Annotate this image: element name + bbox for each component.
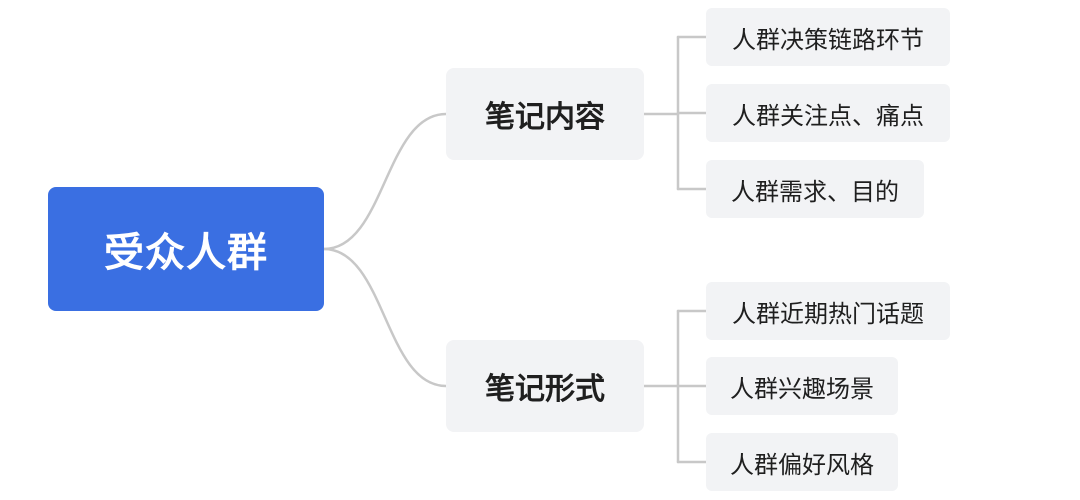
leaf-node-decision-chain[interactable]: 人群决策链路环节 bbox=[706, 8, 950, 66]
leaf-node-preferred-style[interactable]: 人群偏好风格 bbox=[706, 433, 898, 491]
branch-node-note-content[interactable]: 笔记内容 bbox=[446, 68, 644, 160]
root-node[interactable]: 受众人群 bbox=[48, 187, 324, 311]
connector-root-to-branch-1 bbox=[322, 112, 448, 251]
leaf-node-needs-goals[interactable]: 人群需求、目的 bbox=[706, 160, 924, 218]
leaf-node-interest-scenes[interactable]: 人群兴趣场景 bbox=[706, 357, 898, 415]
leaf-node-hot-topics[interactable]: 人群近期热门话题 bbox=[706, 282, 950, 340]
leaf-node-label: 人群偏好风格 bbox=[730, 450, 874, 479]
connector-root-to-branch-2 bbox=[322, 247, 448, 388]
leaf-node-label: 人群关注点、痛点 bbox=[732, 101, 924, 130]
leaf-node-label: 人群决策链路环节 bbox=[732, 25, 924, 54]
root-node-label: 受众人群 bbox=[104, 230, 268, 276]
branch-node-note-format[interactable]: 笔记形式 bbox=[446, 340, 644, 432]
branch-node-label: 笔记形式 bbox=[485, 372, 605, 407]
leaf-node-concerns-pain-points[interactable]: 人群关注点、痛点 bbox=[706, 84, 950, 142]
branch-node-label: 笔记内容 bbox=[485, 100, 605, 135]
leaf-node-label: 人群兴趣场景 bbox=[730, 374, 874, 403]
leaf-node-label: 人群需求、目的 bbox=[731, 177, 899, 206]
leaf-node-label: 人群近期热门话题 bbox=[732, 299, 924, 328]
